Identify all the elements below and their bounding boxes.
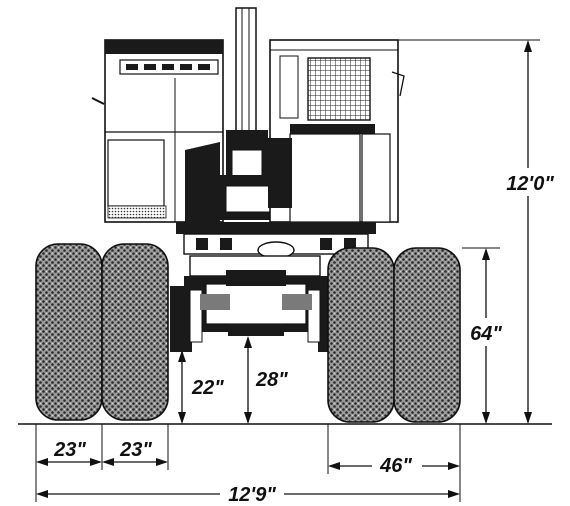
right-engine-housing xyxy=(268,39,405,223)
tire-left-outer xyxy=(35,243,103,421)
dimension-tire-height: 64" xyxy=(462,247,510,424)
boom xyxy=(214,7,284,220)
label-tire-height: 64" xyxy=(470,323,502,345)
dimension-overall-height: 12'0" xyxy=(398,39,558,424)
dimension-frame-clearance: 28" xyxy=(244,336,288,424)
dimension-overall-width: 12'9" xyxy=(36,480,460,506)
left-cab xyxy=(91,39,224,223)
label-overall-width: 12'9" xyxy=(228,484,276,506)
dimension-dual-width-right: 46" xyxy=(327,424,461,502)
dimension-axle-clearance: 22" xyxy=(178,350,224,424)
swing-bearing xyxy=(176,222,376,259)
upper-structure xyxy=(91,7,405,259)
label-dual-width-right: 46" xyxy=(379,455,412,477)
left-dual-tires xyxy=(35,243,169,421)
right-dual-tires xyxy=(327,247,461,423)
undercarriage xyxy=(170,255,340,352)
tire-right-outer xyxy=(393,247,461,423)
label-axle-clearance: 22" xyxy=(191,377,224,399)
label-tire-width-left-inner: 23" xyxy=(119,439,152,461)
label-frame-clearance: 28" xyxy=(255,369,288,391)
label-overall-height: 12'0" xyxy=(506,173,554,195)
tire-left-inner xyxy=(101,243,169,421)
label-tire-width-left-outer: 23" xyxy=(53,439,86,461)
tire-right-inner xyxy=(327,247,395,423)
dimension-tire-widths-left: 23" 23" xyxy=(35,424,169,502)
